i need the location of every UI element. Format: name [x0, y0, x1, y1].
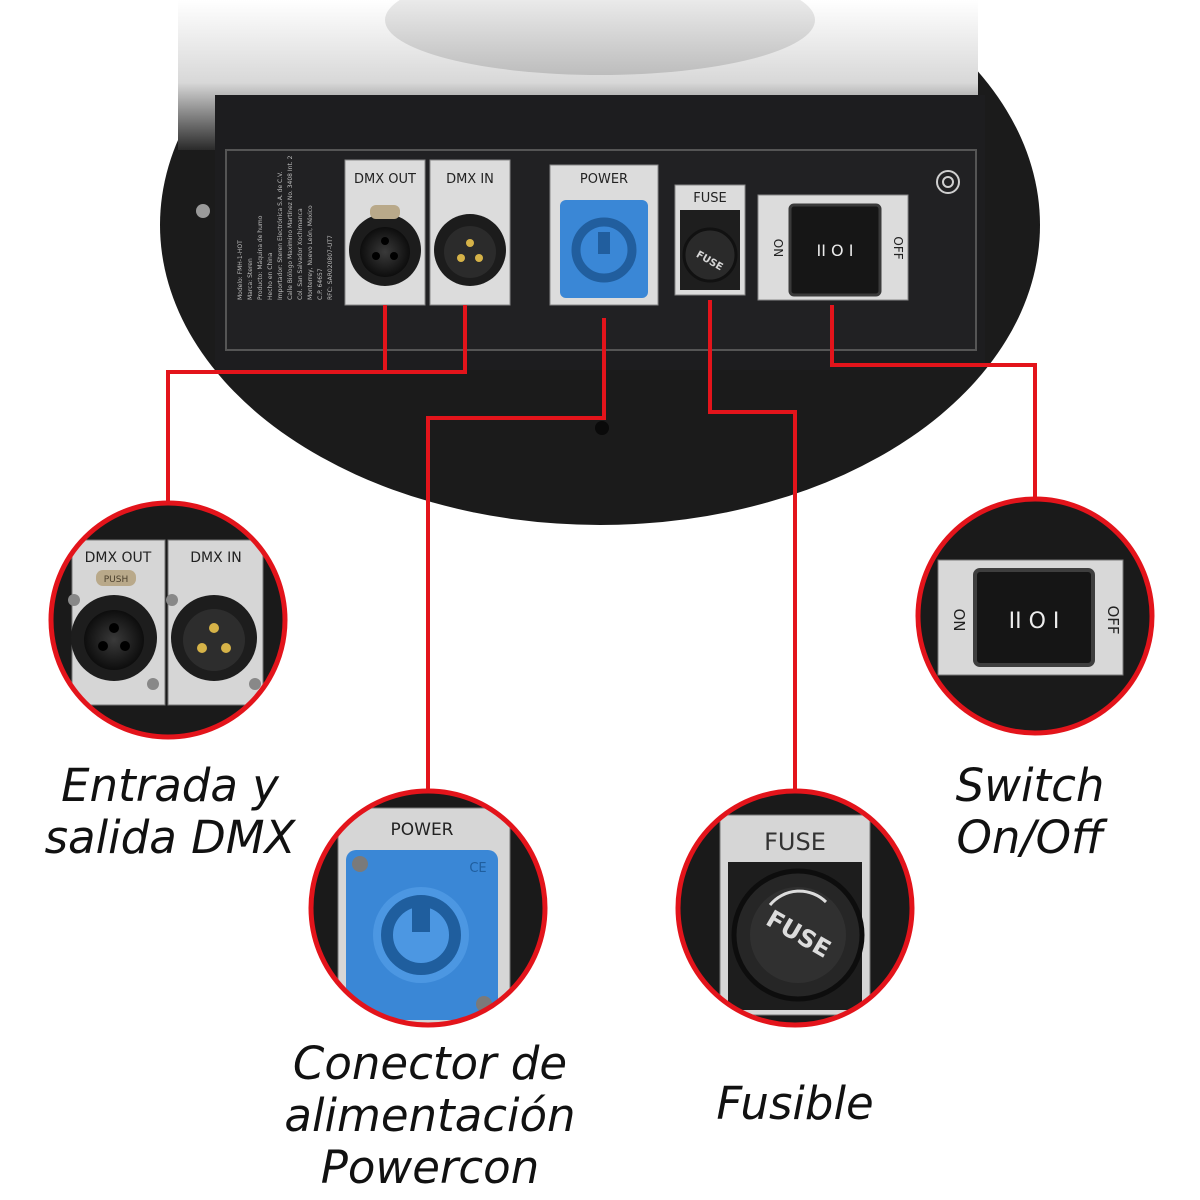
screw: [68, 594, 80, 606]
caption-power: Conector de alimentación Powercon: [270, 1038, 590, 1194]
dmx-in-socket: [444, 226, 496, 278]
zoom-dmx-out-label: DMX OUT: [85, 550, 152, 566]
pin-hole: [390, 252, 398, 260]
gold-pin: [475, 254, 483, 262]
caption-fuse: Fusible: [640, 1078, 950, 1130]
switch-on-label: ON: [771, 239, 785, 257]
dmx-out-socket: [360, 227, 410, 277]
dmx-in-label: DMX IN: [446, 172, 494, 187]
fuse-leader-line: [708, 300, 797, 791]
spec-line: RFC: SAR020807-UT7: [327, 235, 334, 300]
zoom-dmx-in-label: DMX IN: [190, 550, 242, 566]
callout-lines: [166, 300, 1037, 791]
rocker-switch[interactable]: [788, 203, 882, 297]
power-label: POWER: [580, 172, 628, 187]
arrow-icon: [768, 889, 828, 906]
spec-line: C.P. 64657: [317, 268, 324, 300]
spec-line: Col. San Salvador Xochimanca: [297, 208, 304, 300]
caption-switch: Switch On/Off: [900, 760, 1160, 864]
dmx-out-label: DMX OUT: [354, 172, 416, 187]
screw: [166, 594, 178, 606]
zoom-on-label: ON: [950, 608, 968, 631]
zoom-ring: [308, 788, 548, 1028]
spec-line: Importador: Steren Electrónica S.A. de C…: [277, 172, 284, 300]
spec-line: Marca: Steren: [247, 258, 254, 300]
zoom-ring: [48, 500, 288, 740]
power-leader-line: [426, 318, 606, 791]
dmx-leader-line: [383, 305, 467, 374]
screw: [249, 678, 261, 690]
zoom-power-label: POWER: [391, 820, 454, 840]
pin-hole: [381, 237, 389, 245]
caption-line: Switch: [955, 759, 1105, 812]
caption-dmx: Entrada y salida DMX: [20, 760, 320, 864]
switch-off-label: OFF: [891, 236, 905, 259]
gold-pin: [466, 239, 474, 247]
spec-line: Calle Biólogo Maximino Martínez No. 3408…: [287, 155, 294, 300]
mount-hole: [595, 421, 609, 435]
gold-pin: [457, 254, 465, 262]
zoom-push-label: PUSH: [104, 575, 129, 585]
screw: [196, 204, 210, 218]
zoom-off-label: OFF: [1104, 605, 1122, 634]
screw: [147, 678, 159, 690]
push-tab: [370, 205, 400, 219]
zoom-ring: [675, 788, 915, 1028]
fuse-holder[interactable]: [682, 227, 738, 283]
push-tab: [96, 570, 136, 586]
spec-line: Hecho en China: [267, 252, 274, 300]
brand-logo-icon: [936, 170, 960, 194]
powercon-key: [598, 232, 610, 254]
zoom-fuse: FUSE FUSE: [675, 788, 915, 1028]
caption-line: Entrada y: [61, 759, 279, 812]
spec-line: Modelo: FMH-1-HOT: [237, 240, 244, 300]
spec-line: Monterrey, Nuevo León, México: [307, 205, 314, 300]
screw: [352, 856, 368, 872]
zoom-fuse-label: FUSE: [764, 828, 826, 856]
powercon-ring: [571, 217, 637, 283]
caption-line: On/Off: [956, 811, 1104, 864]
caption-line: Fusible: [716, 1077, 874, 1130]
zoom-rocker-symbols: II O I: [1009, 609, 1060, 634]
ce-mark: CE: [469, 861, 486, 876]
zoom-ring: [915, 496, 1155, 736]
zoom-power: POWER CE: [308, 788, 548, 1028]
rocker-symbols: II O I: [817, 241, 854, 260]
top-drum: [385, 0, 815, 75]
caption-line: Conector de: [292, 1037, 568, 1090]
pin-hole: [372, 252, 380, 260]
dmx-leader-line: [166, 370, 385, 503]
spec-line: Producto: Máquina de humo: [257, 215, 264, 300]
zoom-switch: ON OFF II O I: [915, 496, 1155, 736]
rocker-switch: [973, 568, 1095, 667]
caption-line: Powercon: [320, 1141, 540, 1194]
caption-line: alimentación: [284, 1089, 576, 1142]
fuse-label: FUSE: [693, 191, 726, 206]
caption-line: salida DMX: [44, 811, 296, 864]
switch-leader-line: [830, 305, 1037, 499]
zoom-dmx: DMX OUT DMX IN PUSH: [48, 500, 288, 740]
